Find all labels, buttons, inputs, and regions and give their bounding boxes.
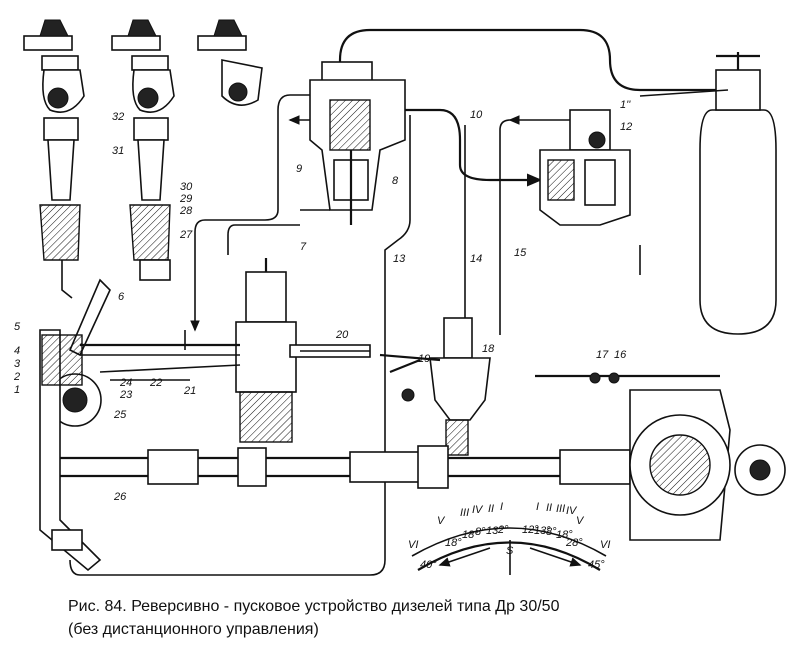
dial-degree-2: 18° bbox=[445, 537, 462, 549]
label-15: 15 bbox=[514, 247, 527, 259]
air-pipelines bbox=[69, 28, 729, 576]
label-3: 3 bbox=[14, 358, 21, 370]
dial-degree-8: 13° bbox=[534, 525, 551, 537]
camshaft bbox=[60, 445, 680, 489]
label-31: 31 bbox=[112, 145, 124, 157]
engine-flywheel-end bbox=[535, 372, 786, 541]
dial-roman-7: I bbox=[536, 501, 539, 513]
label-21: 21 bbox=[183, 385, 196, 397]
label-30: 30 bbox=[180, 181, 193, 193]
label-32: 32 bbox=[112, 111, 124, 123]
dial-center-mark: S bbox=[506, 545, 514, 557]
cam-follower-assembly-1 bbox=[23, 19, 85, 299]
label-14: 14 bbox=[470, 253, 482, 265]
air-bottle bbox=[699, 52, 777, 335]
dial-degree-11: 28° bbox=[565, 537, 583, 549]
label-7: 7 bbox=[300, 241, 307, 253]
label-12: 12 bbox=[620, 121, 632, 133]
label-1: 1 bbox=[14, 384, 20, 396]
dial-roman-3: IV bbox=[472, 504, 484, 516]
cam-follower-assembly-2 bbox=[111, 19, 175, 281]
label-23: 23 bbox=[119, 389, 133, 401]
dial-roman-10: IV bbox=[566, 505, 578, 517]
dial-roman-6: I bbox=[500, 501, 503, 513]
dial-degree-4: 8° bbox=[475, 526, 486, 538]
reversing-starting-device-diagram: VI V IV III II I I II III IV V VI 40° 18… bbox=[13, 19, 786, 576]
label-26: 26 bbox=[113, 491, 127, 503]
label-10: 10 bbox=[470, 109, 483, 121]
label-24: 24 bbox=[119, 377, 132, 389]
cam-follower-assembly-3 bbox=[197, 19, 263, 106]
label-2: 2 bbox=[13, 371, 20, 383]
label-5: 5 bbox=[14, 321, 21, 333]
dial-roman-5: II bbox=[488, 503, 494, 515]
dial-degree-12: 45° bbox=[588, 559, 605, 571]
dial-roman-2: V bbox=[437, 515, 446, 527]
label-6: 6 bbox=[118, 291, 125, 303]
label-29: 29 bbox=[179, 193, 192, 205]
dial-degree-7: 12° bbox=[522, 524, 539, 536]
control-block bbox=[235, 258, 371, 443]
reversing-valve bbox=[379, 317, 491, 456]
label-13: 13 bbox=[393, 253, 406, 265]
label-1prime: 1'' bbox=[620, 99, 631, 111]
label-8: 8 bbox=[392, 175, 399, 187]
dial-degree-10: 18° bbox=[556, 529, 573, 541]
figure-caption: Рис. 84. Реверсивно - пусковое устройств… bbox=[68, 598, 560, 615]
dial-roman-8: II bbox=[546, 502, 552, 514]
figure-caption-subtitle: (без дистанционного управления) bbox=[68, 621, 319, 638]
dial-degree-5: 13° bbox=[486, 525, 503, 537]
label-19: 19 bbox=[418, 353, 430, 365]
dial-degree-1: 40° bbox=[420, 559, 437, 571]
label-25: 25 bbox=[113, 409, 127, 421]
control-lever-mechanism bbox=[39, 278, 241, 572]
dial-roman-9: III bbox=[556, 503, 565, 515]
label-27: 27 bbox=[179, 229, 193, 241]
dial-roman-12: VI bbox=[600, 539, 610, 551]
label-17: 17 bbox=[596, 349, 609, 361]
label-22: 22 bbox=[149, 377, 162, 389]
label-4: 4 bbox=[14, 345, 20, 357]
air-distributor bbox=[539, 109, 631, 226]
dial-degree-3: 18° bbox=[462, 529, 479, 541]
label-16: 16 bbox=[614, 349, 627, 361]
dial-roman-1: VI bbox=[408, 539, 418, 551]
timing-dial bbox=[411, 527, 607, 575]
dial-roman-4: III bbox=[460, 507, 469, 519]
label-9: 9 bbox=[296, 163, 302, 175]
main-starting-valve bbox=[309, 61, 406, 225]
dial-degree-9: 8° bbox=[546, 526, 557, 538]
dial-degree-6: 2° bbox=[497, 524, 509, 536]
label-20: 20 bbox=[335, 329, 349, 341]
label-18: 18 bbox=[482, 343, 495, 355]
dial-roman-11: V bbox=[576, 515, 585, 527]
label-28: 28 bbox=[179, 205, 193, 217]
